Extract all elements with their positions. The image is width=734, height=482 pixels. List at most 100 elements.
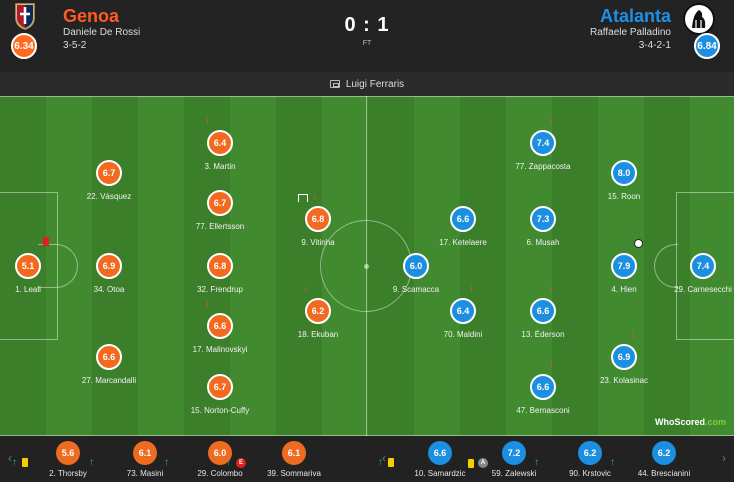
player-card-hien[interactable]: 7.9 4. Hien — [564, 239, 684, 303]
player-card-frendrup[interactable]: 6.8 32. Frendrup — [160, 253, 280, 303]
player-rating: 7.4 — [530, 130, 556, 156]
subbed-off-icon: ↓ — [205, 115, 210, 126]
player-name: 6. Musah — [526, 238, 560, 247]
player-card-leali[interactable]: 5.1 1. Leali — [0, 237, 88, 303]
sub-card-krstovic[interactable]: ↑ 6.2 90. Krstovic — [534, 436, 630, 482]
assist-badge-icon: A — [478, 458, 488, 468]
sub-card-zalewski[interactable]: A 7.2 59. Zalewski — [468, 436, 554, 482]
sub-name: 29. Colombo — [197, 469, 243, 478]
player-rating: 6.0 — [403, 253, 429, 279]
subbed-off-icon: ↓ — [549, 359, 554, 370]
sub-card-samardzic[interactable]: ↑ 6.6 10. Samardzic — [378, 436, 480, 482]
yellow-card-icon — [22, 458, 28, 467]
subbed-off-icon: ↓ — [469, 283, 474, 294]
player-rating: 6.4 — [450, 298, 476, 324]
player-card-musah[interactable]: 7.3 6. Musah — [483, 206, 603, 256]
sub-card-brescianini[interactable]: ↑ 6.2 44. Brescianini — [610, 436, 704, 482]
sub-rating: 6.2 — [578, 441, 602, 465]
player-card-scamacca[interactable]: 6.0 9. Scamacca — [356, 253, 476, 303]
player-name: 27. Marcandalli — [81, 376, 137, 385]
away-formation: 3-4-2-1 — [638, 40, 671, 51]
subbed-off-icon: ↓ — [549, 283, 554, 294]
player-card-malinovskyi[interactable]: 6.6 17. Malinovskyi ↓ — [160, 299, 280, 363]
away-coach-name: Raffaele Palladino — [590, 27, 671, 38]
player-name: 13. Éderson — [521, 330, 565, 339]
player-name: 15. Roon — [607, 192, 641, 201]
atalanta-crest-icon[interactable] — [682, 2, 716, 36]
player-rating: 6.7 — [207, 374, 233, 400]
away-team-name[interactable]: Atalanta — [599, 6, 671, 26]
sub-rating: 6.2 — [652, 441, 676, 465]
bench-prev-button[interactable]: ‹ — [8, 451, 12, 465]
player-name: 23. Kolasinac — [599, 376, 649, 385]
home-team-rating-badge: 6.34 — [11, 33, 37, 59]
bench-next-button[interactable]: › — [722, 451, 726, 465]
subbed-off-icon: ↓ — [549, 115, 554, 126]
player-name: 34. Otoa — [93, 285, 125, 294]
player-card-kolasinac[interactable]: 6.9 23. Kolasinac ↓ — [564, 330, 684, 394]
sub-name: 44. Brescianini — [637, 469, 691, 478]
yellow-card-icon — [468, 459, 474, 468]
player-card-ellertsson[interactable]: 6.7 77. Ellertsson — [160, 190, 280, 240]
player-rating: 6.6 — [96, 344, 122, 370]
player-name: 32. Frendrup — [197, 285, 243, 294]
player-rating: 8.0 — [611, 160, 637, 186]
subbed-off-icon: ↓ — [303, 283, 308, 294]
player-card-carnesecchi[interactable]: 7.4 29. Carnesecchi — [643, 253, 734, 303]
genoa-crest-icon[interactable] — [14, 2, 36, 30]
sub-name: 2. Thorsby — [49, 469, 87, 478]
goal-ball-icon — [634, 239, 643, 248]
player-card-marcandalli[interactable]: 6.6 27. Marcandalli — [49, 344, 169, 394]
player-rating: 6.6 — [530, 374, 556, 400]
player-rating: 6.7 — [96, 160, 122, 186]
player-card-zappacosta[interactable]: 7.4 77. Zappacosta ↓ — [483, 116, 603, 180]
sub-card-masini[interactable]: ↑ 6.1 73. Masini — [89, 436, 185, 482]
player-card-ederson[interactable]: 6.6 13. Éderson ↓ — [483, 284, 603, 348]
subbed-on-icon: ↑ — [12, 457, 17, 468]
player-rating: 6.2 — [305, 298, 331, 324]
sub-card-colombo[interactable]: ↑ 6.0 29. Colombo — [164, 436, 260, 482]
player-card-otoa[interactable]: 6.9 34. Otoa — [49, 253, 169, 303]
sub-name: 73. Masini — [126, 469, 164, 478]
player-name: 9. Vitinha — [301, 238, 335, 247]
player-rating: 6.4 — [207, 130, 233, 156]
match-header: 6.34 Genoa Daniele De Rossi 3-5-2 0 : 1 … — [0, 0, 734, 72]
player-rating: 6.9 — [96, 253, 122, 279]
sub-rating: 6.6 — [428, 441, 452, 465]
venue-bar: Luigi Ferraris — [0, 72, 734, 96]
player-card-vitinha[interactable]: 6.8 9. Vitinha ↓ — [258, 192, 378, 256]
player-name: 29. Carnesecchi — [674, 285, 732, 294]
player-rating: 6.6 — [450, 206, 476, 232]
player-card-maldini[interactable]: 6.4 70. Maldini ↓ — [403, 284, 523, 348]
player-card-ketelaere[interactable]: 6.6 17. Ketelaere — [403, 206, 523, 256]
player-card-vasquez[interactable]: 6.7 22. Vásquez — [49, 160, 169, 210]
player-rating: 7.4 — [690, 253, 716, 279]
venue-name: Luigi Ferraris — [345, 78, 405, 90]
player-card-roon[interactable]: 8.0 15. Roon — [564, 160, 684, 210]
player-rating: 7.9 — [611, 253, 637, 279]
player-card-bernasconi[interactable]: 6.6 47. Bernasconi ↓ — [483, 360, 603, 424]
home-coach-name: Daniele De Rossi — [63, 27, 141, 38]
player-rating: 6.8 — [305, 206, 331, 232]
player-name: 17. Ketelaere — [439, 238, 487, 247]
player-card-ekuban[interactable]: 6.2 18. Ekuban ↓ — [258, 284, 378, 348]
player-rating: 6.6 — [530, 298, 556, 324]
sub-card-sommariva[interactable]: ↑ E 6.1 39. Sommariva — [226, 436, 334, 482]
player-card-norton-cuffy[interactable]: 6.7 15. Norton-Cuffy — [160, 374, 280, 424]
sub-name: 59. Zalewski — [491, 469, 537, 478]
sub-rating: 6.1 — [133, 441, 157, 465]
home-team-name[interactable]: Genoa — [63, 6, 120, 26]
player-card-martin[interactable]: 6.4 3. Martin ↓ — [160, 116, 280, 180]
subbed-on-icon: ↑ — [610, 457, 615, 468]
bench-divider-prev[interactable]: ‹ — [382, 451, 386, 465]
sub-name: 90. Krstovic — [569, 469, 611, 478]
subbed-on-icon: ↑ — [378, 457, 383, 468]
player-name: 18. Ekuban — [297, 330, 339, 339]
sub-card-thorsby[interactable]: ↑ 5.6 2. Thorsby — [12, 436, 108, 482]
error-badge-icon: E — [236, 458, 246, 468]
subbed-on-icon: ↑ — [164, 457, 169, 468]
player-rating: 6.6 — [207, 313, 233, 339]
substitutes-bar: ‹ ↑ 5.6 2. Thorsby ↑ 6.1 73. Masini ↑ 6.… — [0, 436, 734, 482]
sub-rating: 6.0 — [208, 441, 232, 465]
subbed-off-icon: ↓ — [205, 298, 210, 309]
